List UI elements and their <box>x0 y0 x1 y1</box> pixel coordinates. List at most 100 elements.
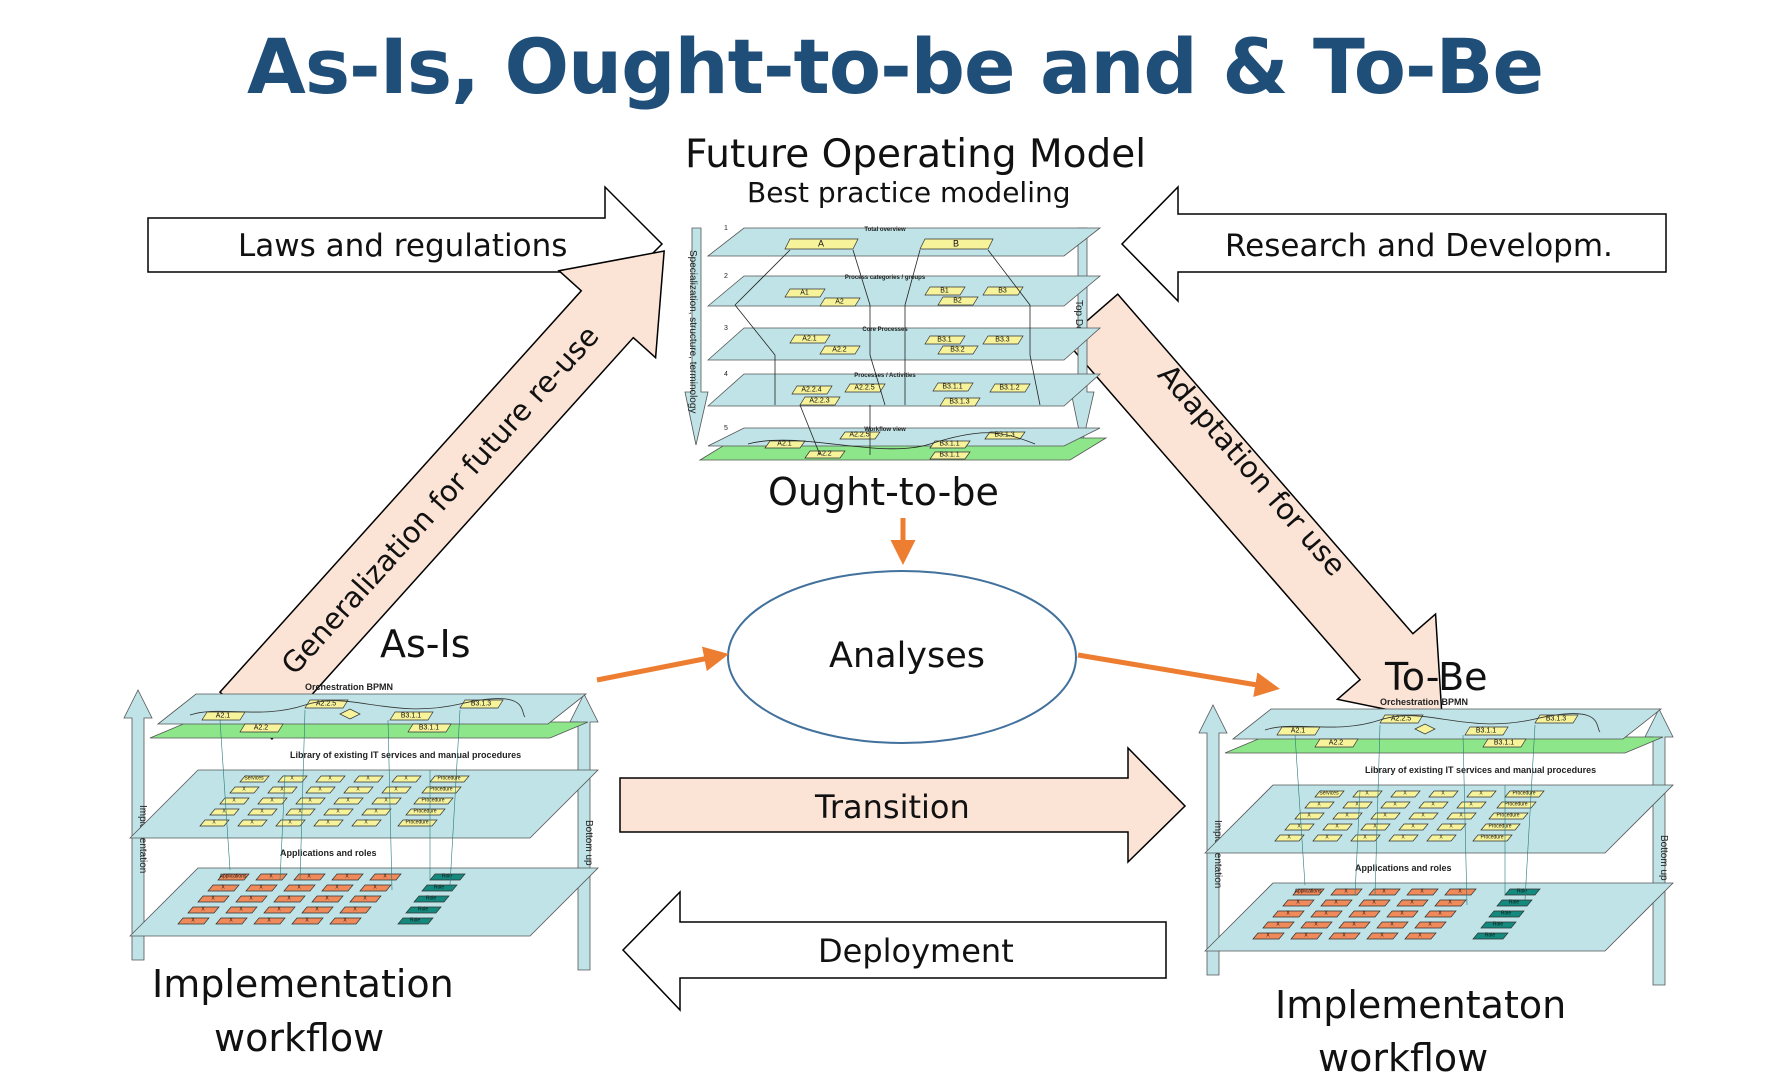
fom-left-axis-label: Specialization, structure, terminology <box>687 250 698 413</box>
as-is-app-node-15-label: X <box>201 907 205 913</box>
to-be-library-node-5 <box>1304 801 1335 809</box>
as-is-library-title: Library of existing IT services and manu… <box>290 750 521 760</box>
as-is-app-node-12 <box>273 895 306 903</box>
to-be-app-node-20 <box>1252 932 1285 940</box>
as-is-link-1 <box>299 709 306 881</box>
as-is-library-node-22-label: X <box>288 820 292 826</box>
fom-layer-4-number: 4 <box>724 371 728 378</box>
research-arrow-label: Research and Developm. <box>1225 228 1613 264</box>
as-is-library-node-2-label: X <box>328 776 332 782</box>
to-be-role-node-4-label: Role <box>1485 933 1496 939</box>
deployment-arrow <box>621 890 1167 1012</box>
as-is-library-node-6-label: X <box>280 787 284 793</box>
laws-arrow-label: Laws and regulations <box>238 228 568 264</box>
to-be-right-axis-label: Bottom up <box>1658 835 1669 881</box>
as-is-library-node-3-label: X <box>366 776 370 782</box>
as-is-app-node-10-label: X <box>211 896 215 902</box>
fom-node-A2.2.4-label: A2.2.4 <box>801 387 821 394</box>
as-is-app-node-0-label: Applications <box>220 874 247 880</box>
fom-node-B2-label: B2 <box>953 298 962 305</box>
to-be-library-node-23-label: X <box>1401 835 1405 841</box>
to-be-app-node-17-label: X <box>1352 922 1356 928</box>
as-is-link-3 <box>449 709 461 886</box>
to-be-library-node-4-label: X <box>1479 791 1483 797</box>
as-is-procedure-node-4 <box>397 819 438 827</box>
as-is-library-node-15-label: X <box>222 809 226 815</box>
as-is-app-node-8 <box>321 884 354 892</box>
fom-node-B3.2-label: B3.2 <box>950 347 965 354</box>
to-be-procedure-node-1 <box>1496 801 1537 809</box>
fom-node-B3 <box>982 286 1024 296</box>
fom-left-axis-arrow <box>684 227 709 446</box>
as-is-library-node-11-label: X <box>270 798 274 804</box>
fom-node-B3.1-label: B3.1 <box>937 337 952 344</box>
as-is-app-node-23 <box>291 917 324 925</box>
to-be-library-node-9-label: X <box>1469 802 1473 808</box>
as-is-app-node-2 <box>293 873 326 881</box>
to-be-app-node-5-label: X <box>1296 900 1300 906</box>
to-be-library-node-12 <box>1370 812 1401 820</box>
to-be-library-node-16 <box>1322 823 1353 831</box>
transition-arrow-label: Transition <box>815 788 970 826</box>
fom-layer-2-title: Process categories / groups <box>845 275 926 281</box>
to-be-procedure-node-0 <box>1504 790 1545 798</box>
as-is-orch-flow <box>189 698 526 718</box>
to-be-app-node-18-label: X <box>1390 922 1394 928</box>
to-be-app-node-24 <box>1404 932 1437 940</box>
to-be-app-node-1 <box>1330 888 1363 896</box>
as-is-library-node-10 <box>219 797 250 805</box>
fom-workflow-path <box>747 432 1036 450</box>
as-is-library-node-12-label: X <box>308 798 312 804</box>
to-be-library-node-20-label: X <box>1287 835 1291 841</box>
to-be-procedure-node-4-label: Procedure <box>1480 835 1503 841</box>
as-is-library-node-0 <box>239 775 270 783</box>
as-is-role-node-4 <box>397 917 434 925</box>
to-be-library-node-11-label: X <box>1345 813 1349 819</box>
fom-node-w-A2.2-label: A2.2 <box>817 451 832 458</box>
as-is-library-node-5-label: X <box>242 787 246 793</box>
to-be-library-node-2 <box>1390 790 1421 798</box>
as-is-library-node-24 <box>351 819 382 827</box>
to-be-app-node-4-label: X <box>1458 889 1462 895</box>
as-is-library-node-8 <box>343 786 374 794</box>
to-be-orch-node-2-label: A2.2 <box>1329 740 1344 747</box>
to-be-library-node-14 <box>1446 812 1477 820</box>
to-be-app-node-3-label: X <box>1420 889 1424 895</box>
as-is-procedure-node-4-label: Procedure <box>405 820 428 826</box>
to-be-procedure-node-3-label: Procedure <box>1488 824 1511 830</box>
to-be-library-node-22 <box>1350 834 1381 842</box>
fom-node-w-A2.2 <box>804 450 846 459</box>
to-be-app-node-7-label: X <box>1372 900 1376 906</box>
fom-connector-12 <box>799 404 821 456</box>
as-is-orch-node-1-label: A2.2.5 <box>316 701 336 708</box>
to-be-app-node-2 <box>1368 888 1401 896</box>
to-be-orch-node-2 <box>1314 738 1359 748</box>
as-is-app-node-24 <box>329 917 362 925</box>
to-be-library-node-3 <box>1428 790 1459 798</box>
asis-to-analyses-connector <box>596 646 729 683</box>
to-be-procedure-node-3 <box>1480 823 1521 831</box>
as-is-app-node-10 <box>197 895 230 903</box>
to-be-link-3 <box>1524 724 1536 901</box>
as-is-library-node-22 <box>275 819 306 827</box>
to-be-library-node-16-label: X <box>1335 824 1339 830</box>
as-is-role-node-3 <box>405 906 442 914</box>
fom-layer-2-plane <box>706 275 1102 307</box>
as-is-app-node-6-label: X <box>259 885 263 891</box>
to-be-app-node-21-label: X <box>1304 933 1308 939</box>
to-be-role-node-3-label: Role <box>1493 922 1504 928</box>
to-be-label: To-Be <box>1385 655 1488 699</box>
as-is-app-node-16 <box>225 906 258 914</box>
generalization-arrow <box>218 250 665 740</box>
fom-layer-5-number: 5 <box>724 425 728 432</box>
as-is-apps-title: Applications and roles <box>280 848 377 858</box>
to-be-library-node-10 <box>1294 812 1325 820</box>
to-be-library-node-5-label: X <box>1317 802 1321 808</box>
ought-to-be-caption: Ought-to-be <box>768 470 999 514</box>
as-is-app-node-7 <box>283 884 316 892</box>
to-be-library-node-23 <box>1388 834 1419 842</box>
to-be-app-node-8-label: X <box>1410 900 1414 906</box>
as-is-orch-node-4-label: B3.1.3 <box>471 701 491 708</box>
as-is-orch-node-3 <box>389 711 434 721</box>
